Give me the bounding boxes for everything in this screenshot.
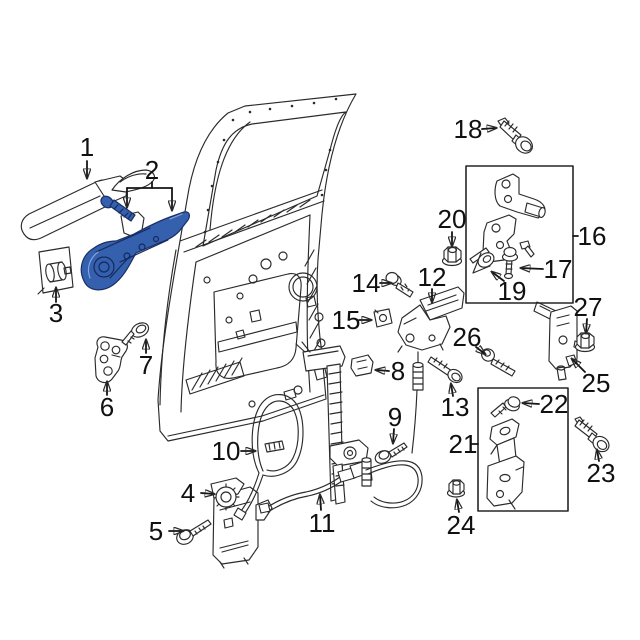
part-number-label: 18 <box>453 114 483 144</box>
part-number-label: 11 <box>308 508 336 538</box>
part-10-cable-drawing <box>233 394 304 521</box>
callout-arrow <box>457 500 459 513</box>
callout-arrow <box>572 359 586 373</box>
part-11-cable-assembly-drawing <box>258 351 424 514</box>
part-14-bolt-drawing <box>385 271 414 298</box>
callout-arrow <box>523 403 540 404</box>
part-number-label: 25 <box>581 368 611 398</box>
part-19-cone-drawing <box>472 252 495 274</box>
group-boxes <box>465 165 574 512</box>
callout-arrow <box>586 318 587 333</box>
callout-arrow <box>451 384 453 397</box>
part-1-exterior-handle-drawing <box>20 169 155 251</box>
part-13-bolt-drawing <box>427 356 463 384</box>
part-9-bolt-drawing <box>374 442 408 464</box>
part-number-label: 19 <box>497 276 527 306</box>
part-number-label: 24 <box>446 510 476 540</box>
part-25-door-check-drawing <box>533 301 590 381</box>
part-number-label: 3 <box>48 298 64 328</box>
part-7-bolt-drawing <box>121 322 150 346</box>
callout-arrow <box>597 450 599 462</box>
part-26-bolt-drawing <box>481 348 516 377</box>
part-15-clip-drawing <box>373 308 393 328</box>
part-17-bolt-drawing <box>501 246 519 280</box>
part-number-label: 5 <box>148 516 164 546</box>
part-8-window-regulator-drawing <box>295 341 374 505</box>
part-number-label: 12 <box>417 262 447 292</box>
part-27-nut-drawing <box>574 332 596 353</box>
part-4-lock-actuator-drawing <box>210 477 273 569</box>
part-number-label: 15 <box>331 305 361 335</box>
part-number-label: 8 <box>390 356 406 386</box>
part-6-check-plate-drawing <box>94 336 128 384</box>
part-number-label: 10 <box>211 436 241 466</box>
part-number-label: 13 <box>440 392 470 422</box>
part-number-label: 7 <box>138 350 154 380</box>
part-24-nut-drawing <box>446 479 466 498</box>
part-2-handle-bracket-highlighted-drawing <box>80 195 190 291</box>
part-number-label: 27 <box>573 292 603 322</box>
part-12-latch-drawing <box>397 286 465 353</box>
part-number-label: 22 <box>539 389 569 419</box>
callout-arrow <box>393 428 394 443</box>
part-number-label: 9 <box>387 402 403 432</box>
part-number-label: 14 <box>351 268 381 298</box>
part-20-nut-drawing <box>441 246 463 267</box>
callout-arrow <box>492 272 505 282</box>
part-number-label: 2 <box>144 155 160 185</box>
part-number-label: 23 <box>586 458 616 488</box>
part-number-label: 1 <box>79 132 95 162</box>
group-box-16 <box>465 165 574 304</box>
part-number-label: 26 <box>452 322 482 352</box>
part-3-clip-drawing <box>37 246 74 295</box>
callout-arrow <box>481 128 496 129</box>
callout-arrow <box>376 370 390 371</box>
part-18-bolt-drawing <box>497 117 533 154</box>
part-number-label: 16 <box>577 221 607 251</box>
part-number-label: 20 <box>437 204 467 234</box>
part-5-screw-drawing <box>176 519 212 545</box>
callout-arrow <box>521 268 544 269</box>
part-number-label: 4 <box>180 478 196 508</box>
group-box-21 <box>477 387 569 512</box>
callout-arrow <box>475 347 485 354</box>
callout-arrow <box>200 493 214 494</box>
part-number-label: 21 <box>448 429 478 459</box>
callout-arrow <box>320 495 321 511</box>
part-23-bolt-drawing <box>574 416 610 453</box>
part-number-label: 17 <box>543 254 573 284</box>
part-22-bolt-drawing <box>490 396 521 418</box>
part-21-lower-hinge-drawing <box>486 418 525 510</box>
part-number-label: 6 <box>99 392 115 422</box>
door-inner-panel-drawing <box>157 93 357 442</box>
callout-leader-lines <box>56 128 599 531</box>
